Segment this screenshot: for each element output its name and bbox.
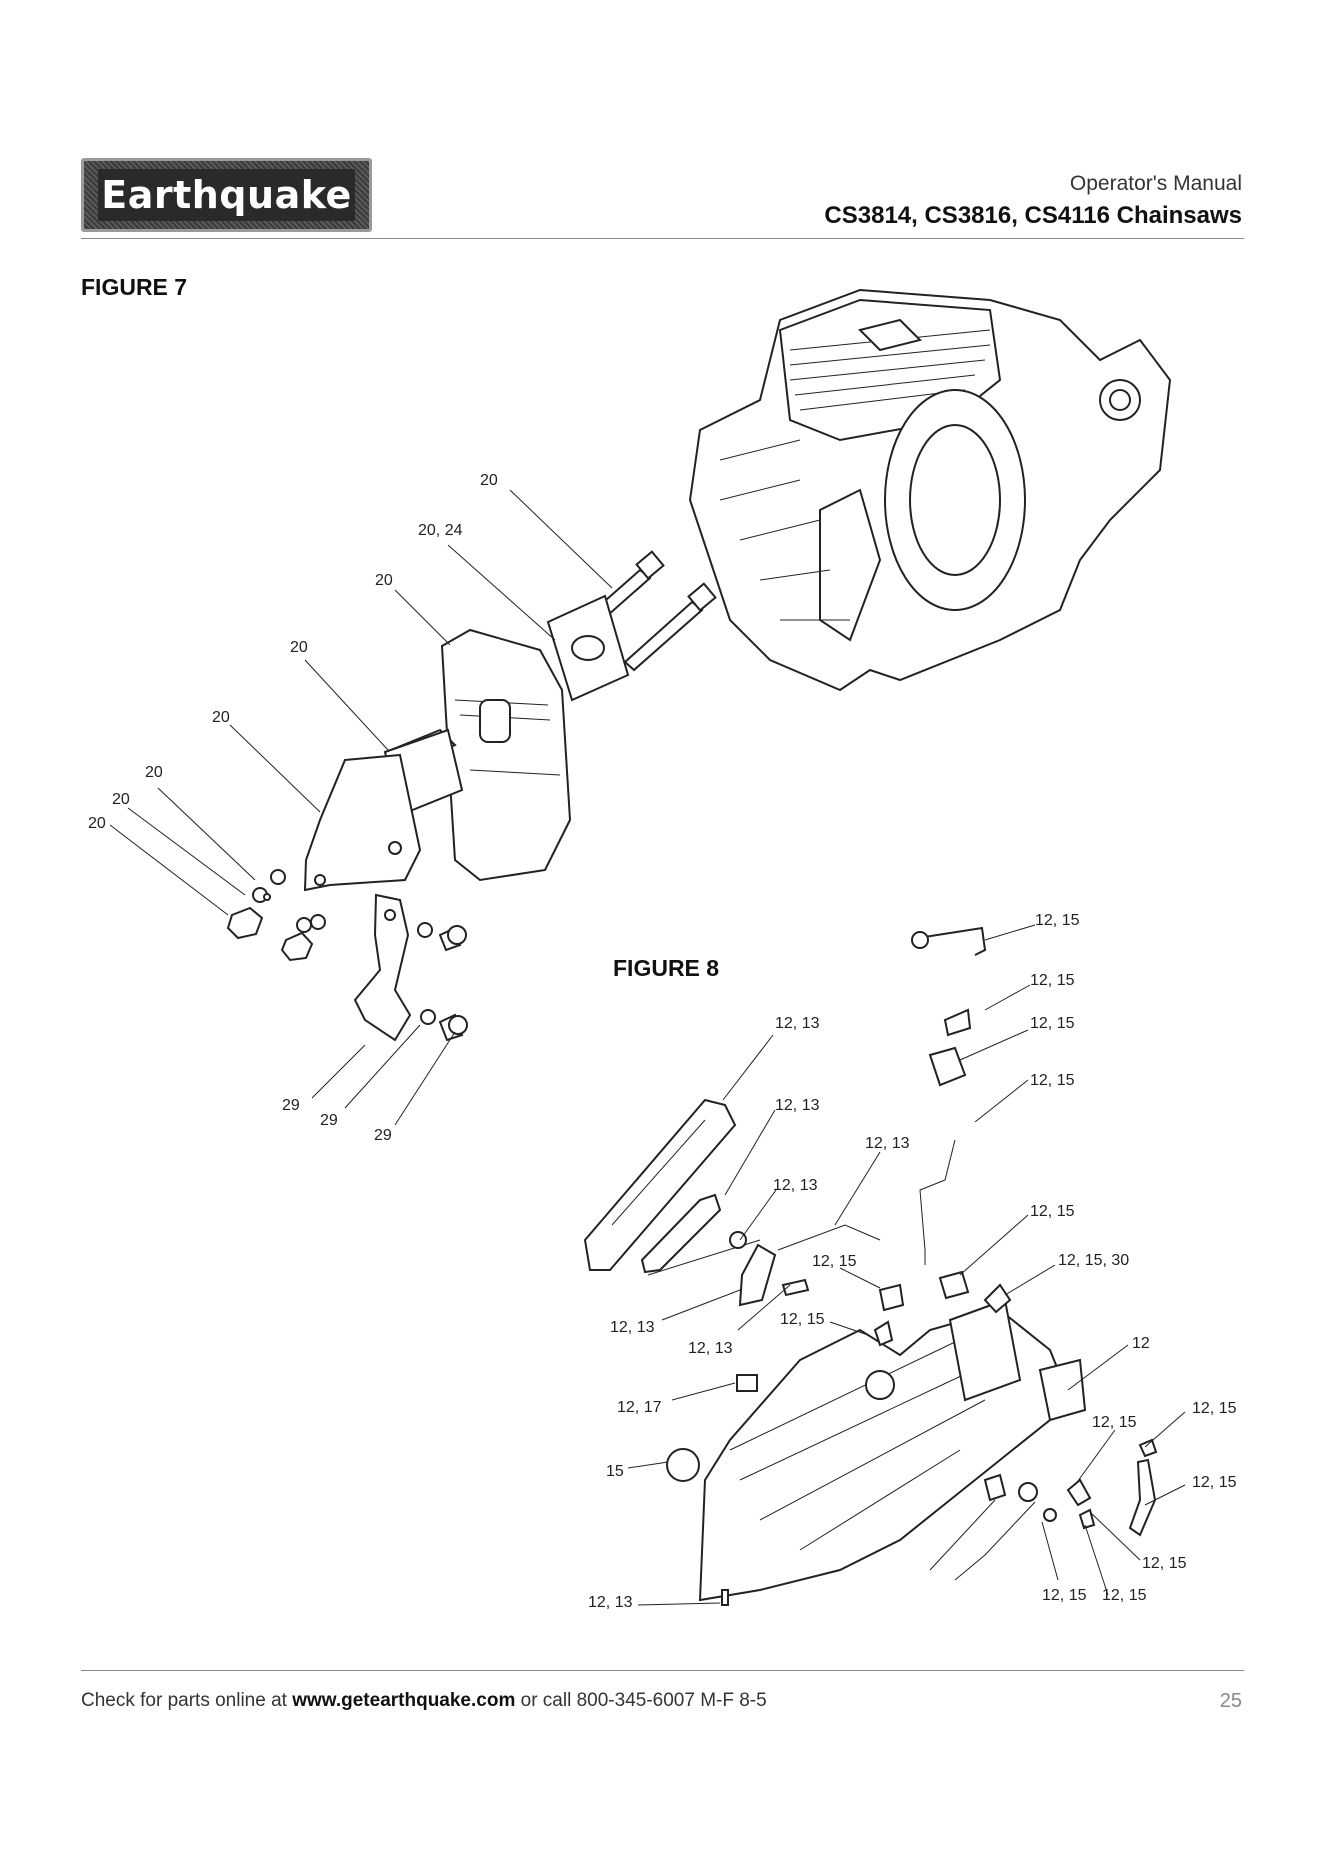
catcher-screws-drawing: [417, 922, 468, 1042]
figure-8-callouts: 12, 15 12, 15 12, 15 12, 15 12, 15 12, 1…: [588, 912, 1237, 1611]
footer-divider: [81, 1670, 1244, 1671]
callout-label: 20: [375, 572, 393, 589]
callout-label: 20, 24: [418, 522, 463, 539]
callout-label: 12, 15: [1030, 972, 1075, 989]
callout-label: 12, 13: [588, 1594, 633, 1611]
figure-7-callouts: 20 20, 24 20 20 20 20 20 20 29 29 29: [88, 472, 498, 1144]
callout-label: 12, 15: [1030, 1072, 1075, 1089]
engine-crankcase-drawing: [688, 288, 1172, 692]
callout-label: 12, 13: [610, 1319, 655, 1336]
front-handle-drawing: [583, 1098, 737, 1271]
callout-label: 29: [282, 1097, 300, 1114]
fuel-line-drawing: [878, 926, 1012, 1314]
callout-label: 12: [1132, 1335, 1150, 1352]
footer-suffix: or call 800-345-6007 M-F 8-5: [515, 1690, 767, 1711]
callout-label: 12, 13: [688, 1340, 733, 1357]
callout-label: 29: [320, 1112, 338, 1129]
figure-8-leader-lines: [627, 924, 1186, 1606]
throttle-trigger-drawing: [640, 1193, 881, 1307]
rear-handle-housing-drawing: [698, 1298, 1087, 1602]
callout-label: 20: [145, 764, 163, 781]
footer-website-link[interactable]: www.getearthquake.com: [292, 1690, 516, 1711]
brand-logo-plate: Earthquake: [98, 169, 355, 221]
callout-label: 12, 13: [775, 1097, 820, 1114]
footer-prefix: Check for parts online at: [81, 1690, 293, 1711]
muffler-gasket-drawing: [546, 594, 630, 702]
callout-label: 12, 13: [775, 1015, 820, 1032]
callout-label: 12, 17: [617, 1399, 662, 1416]
callout-label: 29: [374, 1127, 392, 1144]
misc-fittings-drawing: [666, 1320, 1158, 1606]
callout-label: 12, 15: [1192, 1474, 1237, 1491]
callout-label: 12, 15: [812, 1253, 857, 1270]
callout-label: 12, 15: [1092, 1414, 1137, 1431]
brand-logo-text: Earthquake: [101, 173, 352, 217]
muffler-cover-drawing: [303, 753, 422, 892]
callout-label: 20: [88, 815, 106, 832]
callout-label: 12, 15: [1030, 1015, 1075, 1032]
header-title: CS3814, CS3816, CS4116 Chainsaws: [824, 202, 1242, 229]
figure-7-title: FIGURE 7: [81, 274, 188, 300]
chain-catcher-plate-drawing: [353, 893, 412, 1042]
figure-7-leader-lines: [109, 489, 613, 1126]
header-divider: [81, 238, 1244, 239]
callout-label: 12, 15: [1102, 1587, 1147, 1604]
callout-label: 20: [290, 639, 308, 656]
header-subtitle: Operator's Manual: [1069, 172, 1242, 195]
callout-label: 12, 15: [780, 1311, 825, 1328]
nuts-washers-drawing: [226, 869, 326, 962]
callout-label: 12, 13: [773, 1177, 818, 1194]
callout-label: 12, 15: [1192, 1400, 1237, 1417]
figure-8-title: FIGURE 8: [613, 955, 720, 981]
brand-logo: Earthquake: [81, 158, 372, 232]
footer-text: Check for parts online at www.getearthqu…: [81, 1690, 767, 1712]
callout-label: 12, 15: [1035, 912, 1080, 929]
callout-label: 20: [212, 709, 230, 726]
callout-label: 20: [112, 791, 130, 808]
callout-label: 12, 15: [1142, 1555, 1187, 1572]
callout-label: 12, 15: [1042, 1587, 1087, 1604]
page-number: 25: [1219, 1690, 1242, 1712]
callout-label: 12, 13: [865, 1135, 910, 1152]
callout-label: 15: [606, 1463, 624, 1480]
callout-label: 12, 15: [1030, 1203, 1075, 1220]
callout-label: 20: [480, 472, 498, 489]
callout-label: 12, 15, 30: [1058, 1252, 1129, 1269]
